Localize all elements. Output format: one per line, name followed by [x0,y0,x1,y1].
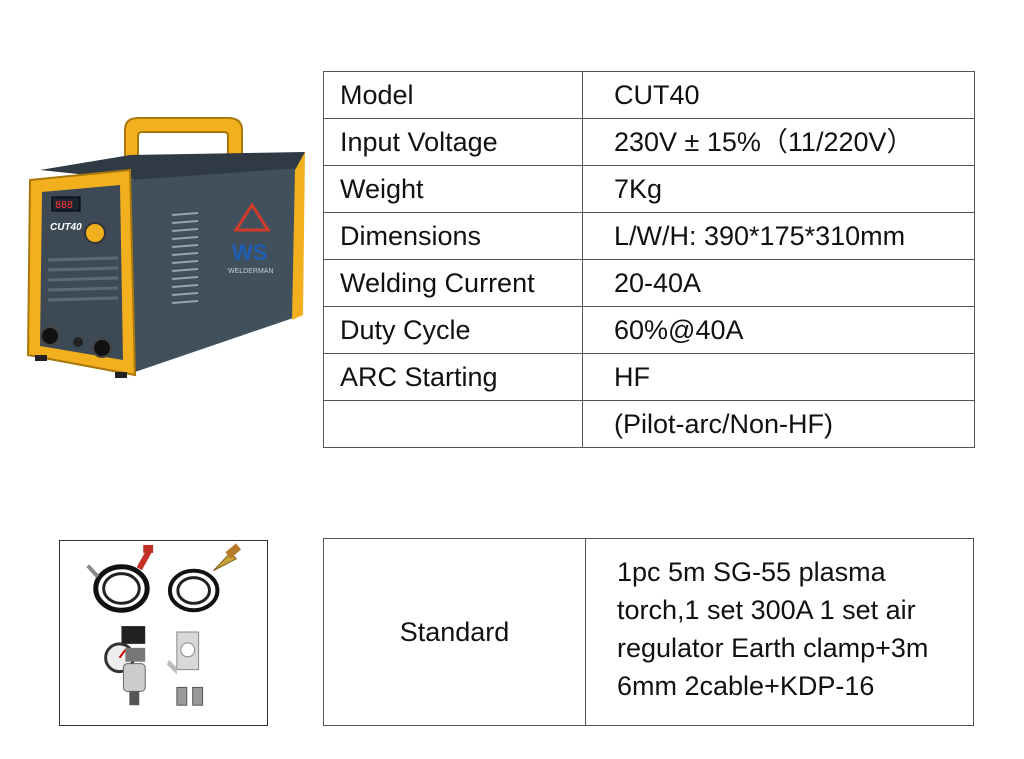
svg-text:888: 888 [55,200,73,211]
spec-value-welding-current: 20-40A [582,259,975,307]
table-row: Standard 1pc 5m SG-55 plasma torch,1 set… [323,538,974,726]
spec-value-duty-cycle: 60%@40A [582,306,975,354]
table-row: (Pilot-arc/Non-HF) [323,400,975,448]
table-row: Model CUT40 [323,71,975,119]
spec-value-weight: 7Kg [582,165,975,213]
spec-label-dimensions: Dimensions [323,212,583,260]
spec-value-input-voltage: 230V ± 15%（11/220V） [582,118,975,166]
table-row: Welding Current 20-40A [323,259,975,307]
panel-label: CUT40 [50,222,82,233]
table-row: ARC Starting HF [323,353,975,401]
table-row: Duty Cycle 60%@40A [323,306,975,354]
spec-value-dimensions: L/W/H: 390*175*310mm [582,212,975,260]
standard-description: 1pc 5m SG-55 plasma torch,1 set 300A 1 s… [585,538,974,726]
standard-line: 6mm 2cable+KDP-16 [617,671,875,701]
spec-label-input-voltage: Input Voltage [323,118,583,166]
table-row: Dimensions L/W/H: 390*175*310mm [323,212,975,260]
standard-label: Standard [323,538,586,726]
spec-label-empty [323,400,583,448]
table-row: Weight 7Kg [323,165,975,213]
standard-line: regulator Earth clamp+3m [617,633,929,663]
standard-line: torch,1 set 300A 1 set air [617,595,916,625]
brand-text: WELDERMAN [228,268,274,275]
plasma-cutter-image: WS WELDERMAN 888 CUT40 [26,117,305,378]
spec-value-model: CUT40 [582,71,975,119]
spec-value-arc-mode: (Pilot-arc/Non-HF) [582,400,975,448]
spec-label-welding-current: Welding Current [323,259,583,307]
brand-mark: WS [232,240,267,265]
spec-value-arc-starting: HF [582,353,975,401]
spec-label-weight: Weight [323,165,583,213]
spec-label-model: Model [323,71,583,119]
spec-label-arc-starting: ARC Starting [323,353,583,401]
standard-line: 1pc 5m SG-55 plasma [617,557,886,587]
spec-label-duty-cycle: Duty Cycle [323,306,583,354]
specifications-table: Model CUT40 Input Voltage 230V ± 15%（11/… [323,71,975,448]
accessories-image [59,540,268,726]
table-row: Input Voltage 230V ± 15%（11/220V） [323,118,975,166]
standard-accessories-table: Standard 1pc 5m SG-55 plasma torch,1 set… [323,538,974,726]
